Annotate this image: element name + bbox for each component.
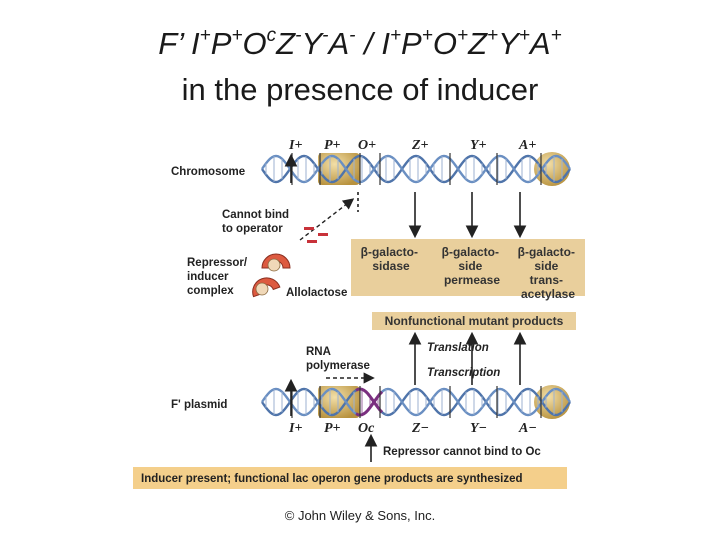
promoter-polymerase-chromosome [318, 153, 360, 185]
dna-strand [261, 387, 571, 417]
plasmid-gene-z: Z− [411, 421, 429, 436]
ribosome-plasmid [534, 385, 570, 419]
rna-polymerase-line2: polymerase [306, 360, 370, 372]
title-genotype: F’ I+P+OcZ-Y-A- / I+P+O+Z+Y+A+ [158, 25, 562, 61]
ribosome-chromosome [534, 152, 570, 186]
chromosome-label: Chromosome [171, 166, 245, 178]
repressor-inducer-complex [252, 253, 291, 298]
allolactose-label: Allolactose [286, 287, 347, 299]
product-permease: β-galacto- side permease [442, 245, 503, 287]
nonfunctional-products-box [372, 312, 576, 330]
plasmid-dna [261, 385, 571, 419]
copyright-text: © John Wiley & Sons, Inc. [284, 508, 436, 523]
repressor-fragment [304, 227, 328, 243]
caption-text: Inducer present; functional lac operon g… [141, 473, 523, 485]
product-galactosidase: β-galacto- sidase [361, 245, 422, 273]
dna-strand [261, 387, 571, 417]
translation-label: Translation [427, 342, 489, 354]
plasmid-gene-p: P+ [324, 421, 341, 436]
chromosome-dna [261, 152, 571, 186]
chromosome-helix [261, 153, 571, 185]
dna-strand [261, 154, 571, 184]
rna-polymerase-line1: RNA [306, 346, 331, 358]
chromosome-gene-z: Z+ [411, 138, 429, 153]
chromosome-gene-i: I+ [288, 138, 302, 153]
products-band [351, 239, 585, 296]
cannot-bind-line1: Cannot bind [222, 209, 289, 221]
cannot-bind-line2: to operator [222, 223, 283, 235]
chromosome-gene-o: O+ [358, 138, 376, 153]
caption-band [133, 467, 567, 489]
title-condition: in the presence of inducer [181, 72, 539, 107]
chromosome-gene-y: Y+ [470, 138, 487, 153]
product-transacetylase: β-galacto- side trans- acetylase [518, 245, 579, 301]
promoter-polymerase-plasmid [318, 386, 360, 418]
plasmid-label: F' plasmid [171, 399, 227, 411]
plasmid-gene-a: A− [518, 421, 537, 436]
complex-label-line2: inducer [187, 271, 229, 283]
plasmid-gene-o: Oc [358, 421, 375, 436]
complex-label-line1: Repressor/ [187, 257, 248, 269]
plasmid-gene-i: I+ [288, 421, 302, 436]
dna-strand [261, 154, 571, 184]
plasmid-helix [261, 386, 571, 418]
nonfunctional-products-label: Nonfunctional mutant products [385, 314, 564, 328]
complex-label-line3: complex [187, 285, 234, 297]
arrow-repressor-to-operator [299, 198, 355, 241]
repressor-cannot-bind-oc: Repressor cannot bind to Oc [383, 446, 541, 458]
transcription-label: Transcription [427, 367, 500, 379]
chromosome-gene-a: A+ [518, 138, 536, 153]
plasmid-gene-y: Y− [470, 421, 487, 436]
chromosome-gene-p: P+ [324, 138, 341, 153]
